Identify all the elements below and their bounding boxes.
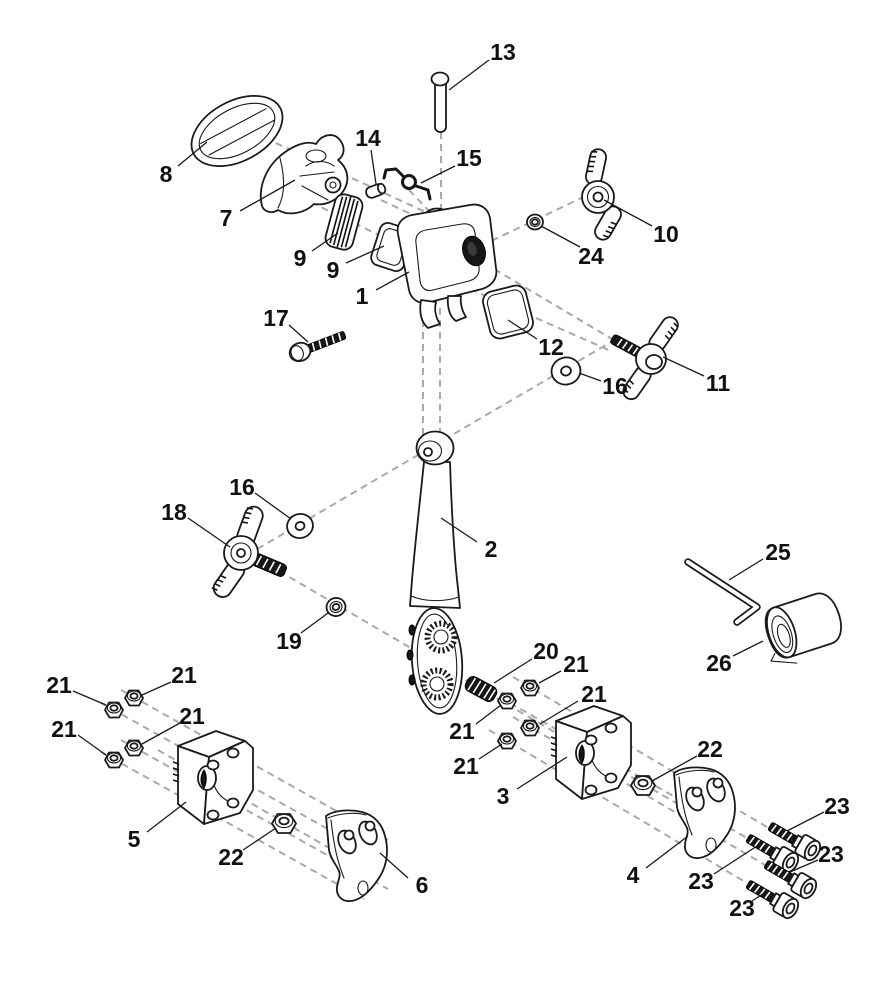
callout-19: 19 — [276, 628, 302, 654]
part-7-lever-housing — [259, 134, 349, 215]
part-17-hex-bolt — [288, 331, 347, 363]
callout-labels: 13 8 14 15 7 10 9 9 24 1 17 12 16 11 16 … — [46, 39, 850, 921]
callout-2: 2 — [485, 536, 498, 562]
callout-26: 26 — [706, 650, 732, 676]
callout-23c: 23 — [688, 868, 714, 894]
callout-8: 8 — [160, 161, 173, 187]
callout-1: 1 — [356, 283, 369, 309]
callout-21b: 21 — [581, 681, 607, 707]
callout-22l: 22 — [218, 844, 244, 870]
callout-13: 13 — [490, 39, 516, 65]
callout-18: 18 — [161, 499, 187, 525]
part-10-wing-nut — [581, 148, 622, 241]
callout-9b: 9 — [327, 257, 340, 283]
callout-14: 14 — [355, 125, 381, 151]
callout-17: 17 — [263, 305, 289, 331]
callout-21a: 21 — [563, 651, 589, 677]
part-25-hex-key — [684, 558, 761, 626]
part-6-clamp-shell — [325, 809, 388, 903]
callout-21g: 21 — [179, 703, 205, 729]
part-2-ratchet-arm — [406, 430, 464, 715]
callout-11: 11 — [706, 370, 731, 396]
part-16-washer-left — [286, 513, 314, 539]
part-13-pin — [430, 71, 450, 133]
callout-3: 3 — [497, 783, 510, 809]
part-8-oval-cover — [190, 95, 284, 167]
callout-23a: 23 — [824, 793, 850, 819]
callout-21c: 21 — [449, 718, 475, 744]
callout-21h: 21 — [51, 716, 77, 742]
callout-20: 20 — [533, 638, 559, 664]
callout-16l: 16 — [229, 474, 255, 500]
callout-22r: 22 — [697, 736, 723, 762]
part-12-pad — [482, 284, 534, 340]
callout-23d: 23 — [729, 895, 755, 921]
callout-21d: 21 — [453, 753, 479, 779]
leader-lines — [72, 59, 825, 902]
part-14-pivot-pin — [365, 182, 387, 199]
parts-layer — [104, 71, 842, 922]
part-5-clamp-block — [172, 730, 254, 825]
part-20-serrated-stud — [464, 676, 498, 702]
part-24-washer — [526, 213, 544, 231]
part-4-clamp-shell — [673, 766, 736, 860]
callout-9a: 9 — [294, 245, 307, 271]
part-1-main-body — [396, 203, 498, 329]
callout-21e: 21 — [46, 672, 72, 698]
callout-4: 4 — [627, 862, 640, 888]
callout-12: 12 — [538, 334, 564, 360]
callout-16r: 16 — [602, 373, 628, 399]
callout-10: 10 — [653, 221, 679, 247]
callout-21f: 21 — [171, 662, 197, 688]
part-19-washer — [325, 597, 347, 617]
callout-24: 24 — [578, 243, 604, 269]
part-11-wing-bolt — [610, 316, 679, 401]
callout-7: 7 — [220, 205, 233, 231]
part-23-socket-screws — [741, 816, 825, 922]
callout-25: 25 — [765, 539, 791, 565]
part-3-clamp-block — [550, 705, 632, 800]
callout-6: 6 — [416, 872, 429, 898]
callout-5: 5 — [128, 826, 141, 852]
part-18-wing-knob — [211, 505, 287, 598]
part-16-washer-right — [550, 356, 582, 386]
callout-23b: 23 — [818, 841, 844, 867]
part-15-torsion-spring — [382, 167, 432, 201]
callout-15: 15 — [456, 145, 482, 171]
part-26-rolled-shim — [764, 592, 842, 664]
